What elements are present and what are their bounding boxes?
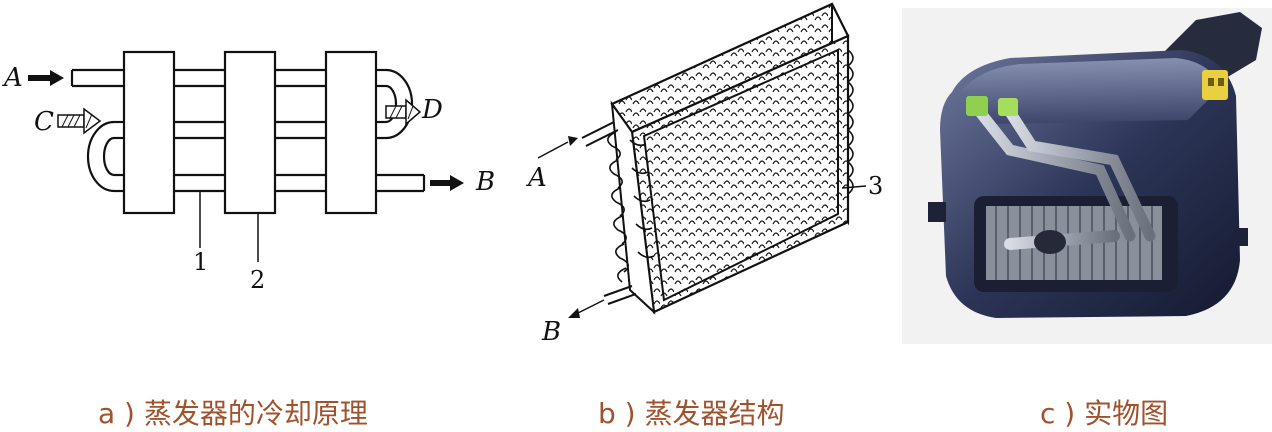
fin-plate-2 (223, 50, 277, 215)
label-b: B (475, 167, 495, 197)
label-2: 2 (250, 266, 265, 294)
caption-evaporator-structure: b ) 蒸发器结构 (598, 397, 785, 430)
label-3: 3 (868, 172, 883, 200)
panel-photo (900, 0, 1272, 360)
label-a: A (2, 63, 23, 93)
label-c: C (34, 107, 54, 137)
label-1: 1 (193, 248, 208, 276)
core-frame (642, 48, 839, 302)
caption-cooling-principle: a ) 蒸发器的冷却原理 (98, 397, 368, 430)
left-side (610, 100, 656, 315)
panel-cooling-principle: A C D B 1 2 (0, 0, 520, 360)
label-d: D (421, 95, 443, 125)
panel-evaporator-structure: A B 3 (520, 0, 900, 360)
evaporator-photo (902, 8, 1272, 344)
tubes (70, 68, 426, 193)
expansion-valve (1034, 230, 1066, 254)
caption-photo: c ) 实物图 (1040, 397, 1169, 430)
label-a: A (526, 163, 547, 193)
flow-arrows (28, 70, 464, 191)
cooling-principle-diagram: A C D B 1 2 (2, 50, 495, 294)
evaporator-structure-diagram: A B 3 (526, 2, 883, 347)
right-coils (846, 49, 854, 195)
yellow-connector (1202, 70, 1228, 100)
fin-plate-3 (324, 50, 378, 215)
housing-top (960, 58, 1220, 124)
green-cap-1 (966, 96, 988, 116)
pipe-2 (1004, 106, 1156, 242)
mounting-tab (928, 202, 946, 222)
pipe-1 (974, 106, 1136, 242)
green-cap-2 (998, 98, 1018, 116)
fin-plate-1 (122, 50, 176, 215)
left-coils (607, 131, 655, 283)
label-b: B (541, 317, 561, 347)
